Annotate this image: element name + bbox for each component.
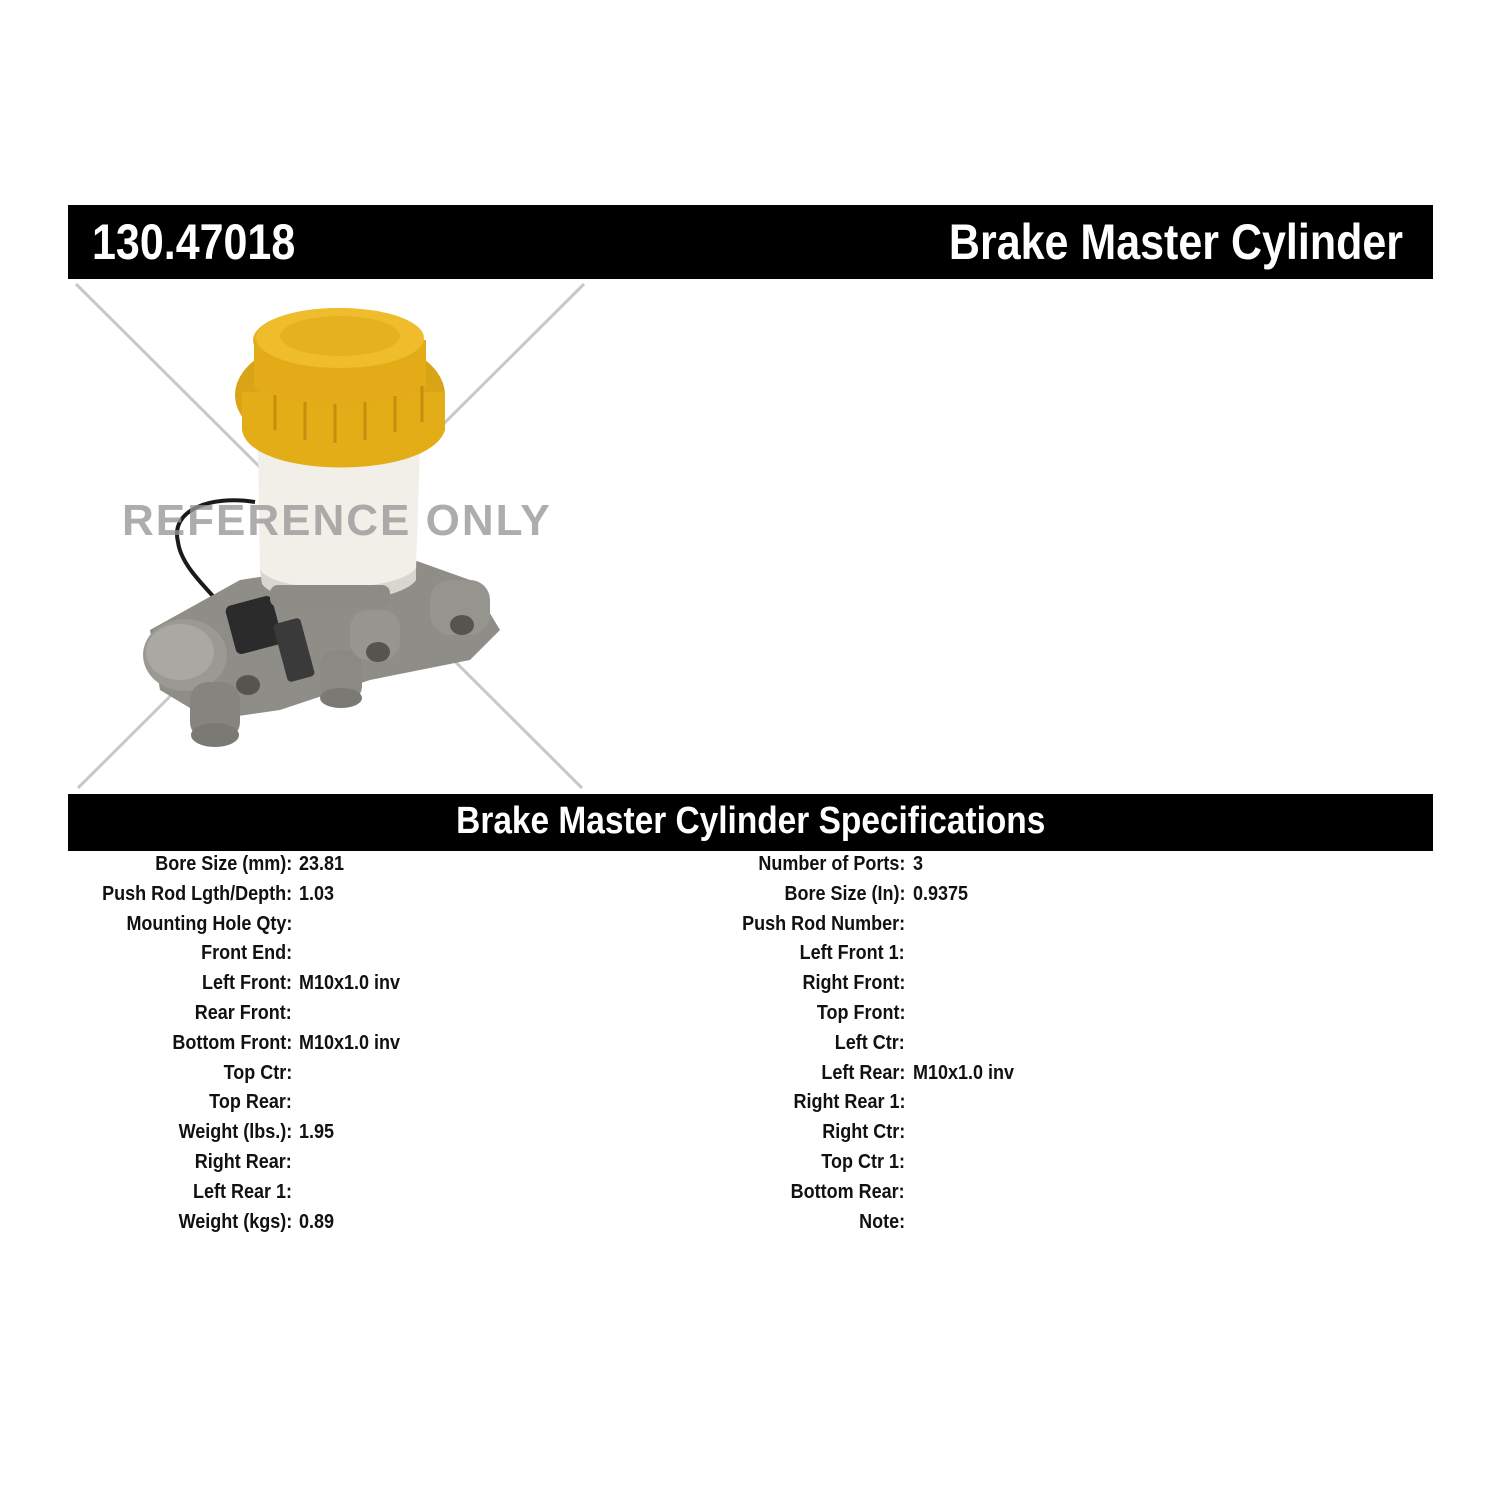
spec-label: Left Rear 1: (192, 1180, 292, 1203)
spec-label: Left Ctr: (835, 1031, 905, 1054)
spec-value: 0.89 (299, 1210, 335, 1233)
spec-label: Left Front 1: (800, 942, 905, 965)
spec-row: Mounting Hole Qty: (0, 913, 1500, 943)
spec-label: Bottom Front: (172, 1031, 292, 1054)
spec-label: Top Ctr: (223, 1061, 292, 1084)
spec-row: Left Front: M10x1.0 inv (0, 972, 1500, 1002)
spec-value: 3 (913, 853, 924, 875)
title-bar: 130.47018 Brake Master Cylinder (68, 205, 1433, 279)
spec-label: Bore Size (In): (783, 882, 905, 905)
spec-label: Right Rear 1: (792, 1091, 905, 1114)
reference-watermark: REFERENCE ONLY (122, 496, 552, 545)
spec-label: Mounting Hole Qty: (126, 912, 292, 935)
part-name: Brake Master Cylinder (948, 214, 1403, 270)
spec-label: Right Ctr: (822, 1121, 905, 1144)
spec-label: Push Rod Number: (741, 912, 905, 935)
spec-row: Push Rod Lgth/Depth: 1.03 (0, 883, 1500, 913)
spec-row: Right Rear: (0, 1151, 1500, 1181)
spec-row: Bottom Front: M10x1.0 inv (0, 1032, 1500, 1062)
spec-value: 1.03 (299, 882, 335, 905)
spec-label: Bottom Rear: (790, 1180, 905, 1203)
spec-label: Bore Size (mm): (154, 853, 292, 875)
spec-row: Bottom Rear: (0, 1181, 1500, 1211)
spec-row: Push Rod Number: (0, 913, 1500, 943)
spec-value: M10x1.0 inv (299, 1031, 401, 1054)
spec-label: Number of Ports: (757, 853, 905, 875)
spec-label: Left Rear: (820, 1061, 905, 1084)
spec-label: Right Front: (802, 972, 905, 995)
spec-label: Top Ctr 1: (821, 1150, 905, 1173)
spec-label: Weight (lbs.): (178, 1121, 292, 1144)
spec-value: 1.95 (299, 1121, 335, 1144)
spec-value: M10x1.0 inv (299, 972, 401, 995)
spec-value: 0.9375 (913, 882, 969, 905)
spec-row: Right Ctr: (0, 1121, 1500, 1151)
spec-row: Top Front: (0, 1002, 1500, 1032)
specs-title: Brake Master Cylinder Specifications (455, 800, 1046, 842)
spec-row: Note: (0, 1211, 1500, 1241)
spec-row: Right Rear 1: (0, 1091, 1500, 1121)
spec-label: Note: (859, 1210, 905, 1233)
spec-row: Rear Front: (0, 1002, 1500, 1032)
spec-row: Number of Ports: 3 (0, 853, 1500, 883)
spec-row: Left Rear: M10x1.0 inv (0, 1062, 1500, 1092)
part-number: 130.47018 (92, 214, 296, 270)
spec-row: Top Rear: (0, 1091, 1500, 1121)
spec-row: Front End: (0, 942, 1500, 972)
spec-row: Weight (lbs.): 1.95 (0, 1121, 1500, 1151)
spec-row: Top Ctr 1: (0, 1151, 1500, 1181)
spec-label: Weight (kgs): (178, 1210, 292, 1233)
spec-label: Front End: (201, 942, 292, 965)
spec-value: M10x1.0 inv (913, 1061, 1015, 1084)
spec-label: Rear Front: (194, 1001, 292, 1024)
spec-row: Weight (kgs): 0.89 (0, 1211, 1500, 1241)
spec-label: Left Front: (202, 972, 292, 995)
spec-row: Left Rear 1: (0, 1181, 1500, 1211)
spec-row: Left Front 1: (0, 942, 1500, 972)
product-image: REFERENCE ONLY (70, 280, 590, 795)
spec-label: Push Rod Lgth/Depth: (102, 882, 292, 905)
spec-row: Right Front: (0, 972, 1500, 1002)
spec-row: Left Ctr: (0, 1032, 1500, 1062)
spec-label: Top Front: (816, 1001, 905, 1024)
spec-row: Bore Size (In): 0.9375 (0, 883, 1500, 913)
spec-value: 23.81 (299, 853, 345, 875)
spec-label: Right Rear: (194, 1150, 292, 1173)
brake-master-cylinder-image (74, 282, 586, 790)
spec-row: Bore Size (mm): 23.81 (0, 853, 1500, 883)
specs-title-bar: Brake Master Cylinder Specifications (68, 794, 1433, 851)
spec-label: Top Rear: (209, 1091, 292, 1114)
spec-row: Top Ctr: (0, 1062, 1500, 1092)
